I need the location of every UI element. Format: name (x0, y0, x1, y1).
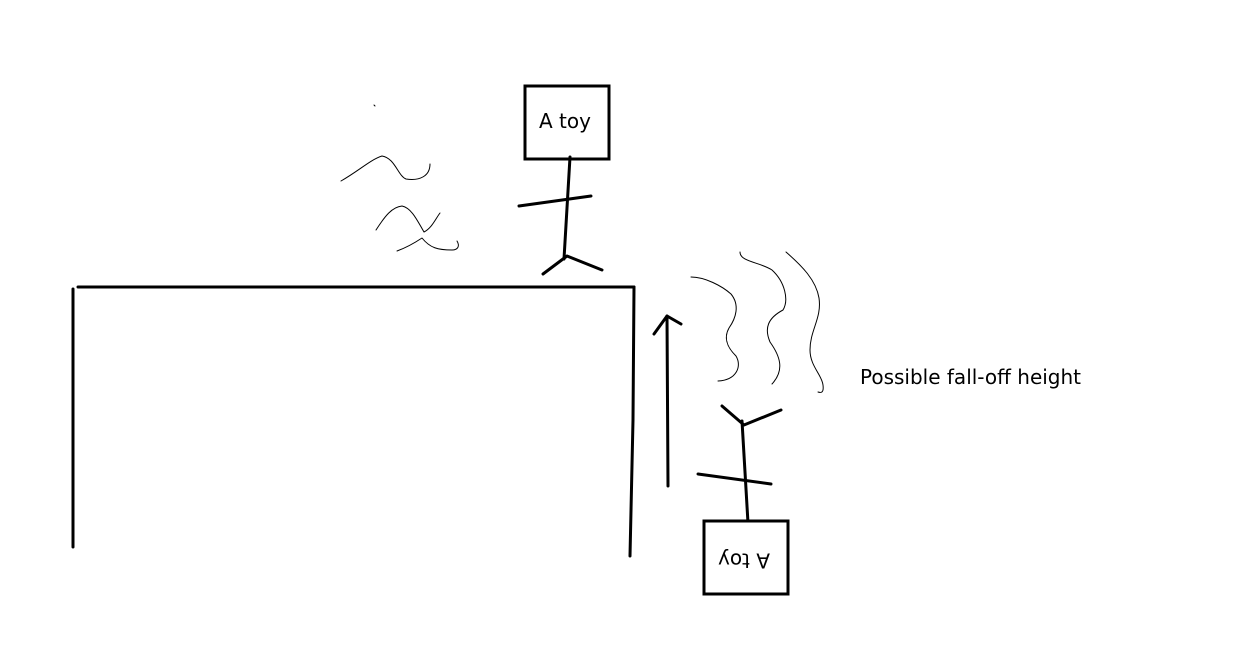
height-arrow (652, 314, 683, 488)
arrow-head (652, 314, 683, 336)
toy-box-top (523, 84, 611, 161)
motion-lines-fall (690, 251, 824, 393)
toy-legs-top (541, 254, 604, 276)
fallen-toy: A toy (696, 404, 790, 596)
toy-box-bottom (702, 519, 790, 596)
motion-lines-top (340, 104, 459, 252)
table (71, 285, 636, 558)
toy-stick-top (562, 155, 572, 261)
toy-legs-bottom (720, 404, 783, 427)
toy-on-table: A toy (517, 84, 611, 276)
toy-arms-bottom (696, 472, 773, 486)
toy-label-top: A toy (539, 109, 591, 133)
toy-arms-top (517, 194, 593, 208)
table-right-leg (628, 285, 636, 558)
arrow-shaft (665, 314, 670, 488)
toy-label-bottom: A toy (718, 549, 770, 573)
toy-stick-bottom (740, 419, 750, 525)
fall-height-caption: Possible fall-off height (860, 365, 1081, 389)
